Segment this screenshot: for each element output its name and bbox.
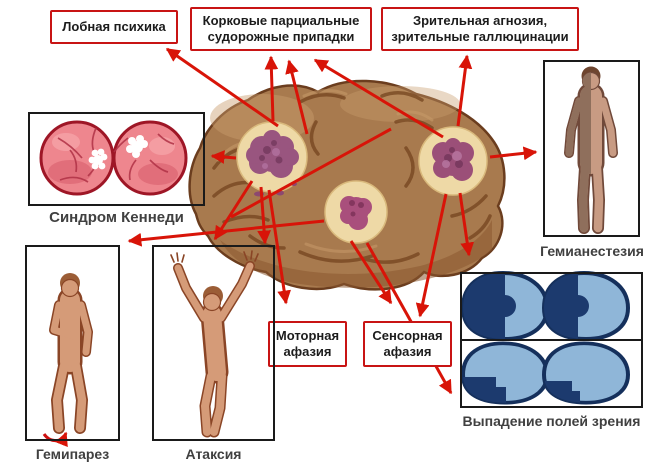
arrow-field-loss-1 — [458, 192, 475, 257]
hemianesthesia-figure — [564, 66, 618, 234]
arrow-seizures-1 — [264, 55, 279, 122]
arrow-seizures-3 — [313, 58, 444, 139]
anesthetic-half — [565, 72, 591, 233]
callout-sensory-aphasia: Сенсорная афазия — [363, 321, 452, 367]
occipital-lesion — [418, 126, 488, 196]
callout-cortical-seizures: Корковые парциальные судорожные припадки — [190, 7, 372, 51]
arrow-network — [127, 47, 538, 395]
caption-hemiparesis: Гемипарез — [35, 446, 110, 462]
hemiparesis-figure — [42, 273, 93, 448]
visual-fields-panel — [460, 270, 643, 405]
arrow-cross-line — [230, 127, 392, 219]
callout-frontal-psyche: Лобная психика — [50, 10, 178, 44]
arrow-motor-aphasia — [267, 189, 291, 305]
ataxia-figure — [170, 250, 259, 438]
caption-kennedy-syndrome: Синдром Кеннеди — [49, 209, 184, 226]
optic-disc — [126, 135, 148, 158]
arrow-kennedy — [210, 150, 237, 164]
panel-kennedy-syndrome — [28, 112, 205, 206]
brain-sulci — [212, 91, 492, 264]
caption-hemianesthesia: Гемианестезия — [540, 243, 644, 259]
panel-hemianesthesia — [543, 60, 640, 237]
arrow-ataxia-2 — [257, 186, 271, 245]
panel-ataxia — [152, 245, 275, 441]
temporal-lesion — [324, 180, 388, 244]
frontal-lesion — [236, 121, 308, 197]
fundus-left-eye — [39, 120, 115, 196]
caption-visual-field-loss: Выпадение полей зрения — [462, 413, 641, 429]
arrow-seizures-2 — [285, 59, 309, 135]
panel-visual-fields — [460, 272, 643, 408]
caption-ataxia: Атаксия — [185, 446, 242, 462]
arrow-ataxia-1 — [213, 180, 254, 241]
arrow-visual-agnosia — [456, 54, 473, 127]
optic-disc — [88, 148, 108, 170]
arrow-frontal-psyche — [165, 47, 279, 128]
callout-visual-agnosia: Зрительная агнозия, зрительные галлюцина… — [381, 7, 579, 51]
arrow-sensory-aphasia-1 — [349, 240, 393, 305]
callout-motor-aphasia: Моторная афазия — [268, 321, 347, 367]
fundus-right-eye — [112, 120, 188, 196]
arrow-hemianesthesia — [489, 146, 538, 161]
arrow-field-loss-2 — [365, 242, 453, 395]
arrow-sensory-aphasia-2 — [415, 193, 448, 318]
panel-hemiparesis — [25, 245, 120, 441]
